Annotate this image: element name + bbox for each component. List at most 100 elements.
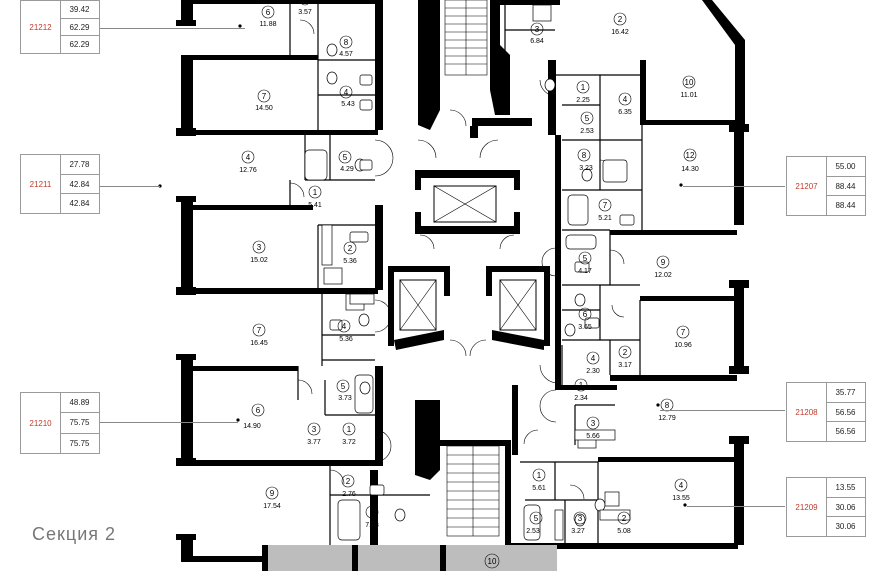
room-area: 2.53 [526,528,540,535]
room-label: 614.90 [243,403,265,430]
room-number: 1 [537,471,542,480]
room-area: 7.48 [365,522,379,529]
room-label: 84.57 [339,35,353,58]
room-label: 10 [484,553,500,569]
room-number: 1 [347,425,352,434]
room-area: 16.45 [250,340,268,347]
elevator-top [433,185,497,223]
apartment-total-area: 56.56 [826,403,865,423]
room-label: 710.96 [674,325,692,349]
room-number: 10 [488,557,497,566]
apartment-total-area: 30.06 [826,498,865,518]
apartment-living-area: 27.78 [60,155,99,175]
room-label: 12.34 [574,378,588,402]
room-number: 5 [583,254,588,263]
room-number: 4 [344,88,349,97]
apartment-info-21211: 21211 27.78 42.84 42.84 [20,154,100,214]
room-number: 7 [257,326,262,335]
room-label: 54.29 [338,150,354,173]
room-label: 10 11.01 [681,75,698,99]
apartment-living-area: 35.77 [826,383,865,403]
room-area: 17.54 [263,503,281,510]
room-number: 6 [256,406,261,415]
room-label: 25.36 [343,241,357,265]
room-number: 4 [623,95,628,104]
room-area: 3.23 [579,165,593,172]
room-label: 33.27 [571,511,587,535]
section-label: Секция 2 [32,524,117,544]
room-label: 87.48 [365,505,379,529]
room-area: 16.42 [611,29,629,36]
room-area: 3.73 [338,395,352,402]
apartment-total-area: 88.44 [826,177,865,197]
room-label: 315.02 [250,240,268,264]
room-area: 11.01 [681,92,698,99]
room-number: 2 [622,514,627,523]
apartment-living-area: 13.55 [826,478,865,498]
apartment-total-area-with-balcony: 62.29 [69,40,90,50]
room-area: 5.41 [308,202,322,209]
walls [176,0,749,571]
room-area: 2.25 [576,97,590,104]
room-label: 52.53 [526,511,543,535]
room-number: 7 [603,201,608,210]
room-area: 10.96 [674,342,692,349]
apartment-total-area: 62.29 [60,19,99,37]
room-area: 2.34 [574,395,588,402]
apartment-total-area-with-balcony: 88.44 [835,201,856,211]
room-label: 912.02 [654,255,672,279]
room-label: 75.21 [598,198,612,222]
room-label: 25.08 [617,511,631,535]
doors [289,19,625,500]
room-label: 83.23 [577,148,593,172]
apartment-total-area: 75.75 [60,413,99,434]
room-area: 4.29 [340,166,354,173]
room-number: 6 [266,8,271,17]
apartment-total-area-with-balcony: 56.56 [835,427,856,437]
apartment-total-area-with-balcony: 75.75 [69,438,90,448]
room-label: 13.72 [342,422,356,446]
room-area: 4.17 [578,268,592,275]
room-label: 15.61 [532,468,546,492]
apartment-id: 21212 [21,1,61,53]
apartment-living-area: 39.42 [60,1,99,19]
room-number: 8 [582,151,587,160]
room-number: 8 [370,508,375,517]
room-number: 12 [686,151,695,160]
room-number: 5 [585,114,590,123]
room-number: 5 [303,0,308,5]
room-area: 5.36 [339,336,353,343]
room-area: 12.76 [239,167,257,174]
room-label: 35.66 [586,416,600,440]
elevator-right [499,279,537,331]
room-label: 812.79 [658,398,676,422]
apartment-total-area-with-balcony: 42.84 [69,199,90,209]
room-label: 23.17 [618,345,632,369]
room-number: 5 [343,153,348,162]
room-number: 4 [591,354,596,363]
room-label: 412.76 [239,150,257,174]
room-area: 5.08 [617,528,631,535]
room-number: 8 [344,38,349,47]
room-area: 2.53 [580,128,594,135]
apartment-total-area: 42.84 [60,175,99,195]
room-number: 1 [579,381,584,390]
room-number: 7 [262,92,267,101]
room-number: 10 [685,78,694,87]
room-label: 716.45 [250,323,268,347]
apartment-living-area: 48.89 [60,393,99,414]
room-number: 7 [681,328,686,337]
apartment-info-21207: 21207 55.00 88.44 88.44 [786,156,866,216]
room-area: 3.57 [298,9,312,16]
apartment-info-21208: 21208 35.77 56.56 56.56 [786,382,866,442]
room-label: 12.25 [576,80,590,104]
room-number: 4 [342,322,347,331]
room-label: 53.73 [336,379,352,402]
room-area: 3.27 [571,528,585,535]
room-area: 14.90 [243,423,261,430]
room-number: 2 [618,15,623,24]
stair-top [444,0,488,76]
room-number: 8 [665,401,670,410]
room-label: 54.17 [578,251,592,275]
